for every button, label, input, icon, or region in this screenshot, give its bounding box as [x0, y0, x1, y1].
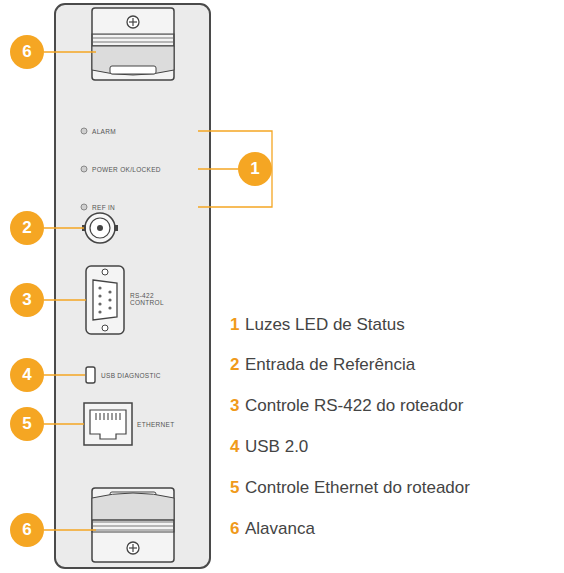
- legend-number: 5: [230, 478, 239, 498]
- legend-text: Controle Ethernet do roteador: [245, 478, 470, 498]
- callout-number: 1: [238, 152, 272, 186]
- legend-number: 4: [230, 437, 239, 457]
- legend-text: Entrada de Referência: [245, 355, 415, 375]
- callout-text: 4: [22, 365, 31, 385]
- top-lever: [92, 8, 174, 80]
- status-leds: [81, 128, 87, 210]
- panel-label: ETHERNET: [137, 421, 174, 428]
- callout-number: 6: [10, 35, 44, 69]
- panel-label: USB DIAGNOSTIC: [101, 372, 161, 379]
- callout-number: 5: [10, 407, 44, 441]
- callout-text: 5: [22, 414, 31, 434]
- callout-number: 6: [10, 513, 44, 547]
- usb-port: [86, 367, 95, 383]
- legend-number: 2: [230, 355, 239, 375]
- panel-label: RS-422 CONTROL: [130, 292, 170, 307]
- callout-text: 6: [22, 42, 31, 62]
- callout-number: 4: [10, 358, 44, 392]
- legend-number: 1: [230, 315, 239, 335]
- rs422-connector: [86, 266, 124, 334]
- callout-text: 6: [22, 520, 31, 540]
- ethernet-port: [84, 403, 132, 445]
- legend-number: 3: [230, 396, 239, 416]
- bottom-lever: [92, 488, 174, 562]
- panel-housing: [55, 4, 210, 568]
- legend-text: Luzes LED de Status: [245, 315, 405, 335]
- callout-number: 2: [10, 211, 44, 245]
- legend-text: Controle RS-422 do roteador: [245, 396, 463, 416]
- panel-label: REF IN: [92, 204, 115, 211]
- panel-label: POWER OK/LOCKED: [92, 166, 161, 173]
- callout-text: 3: [22, 290, 31, 310]
- legend-number: 6: [230, 519, 239, 539]
- callout-text: 1: [250, 159, 259, 179]
- leader-lines: [44, 52, 272, 530]
- legend-text: USB 2.0: [245, 437, 308, 457]
- callout-text: 2: [22, 218, 31, 238]
- panel-label: ALARM: [92, 128, 116, 135]
- bnc-connector: [82, 213, 118, 243]
- legend-text: Alavanca: [245, 519, 315, 539]
- callout-number: 3: [10, 283, 44, 317]
